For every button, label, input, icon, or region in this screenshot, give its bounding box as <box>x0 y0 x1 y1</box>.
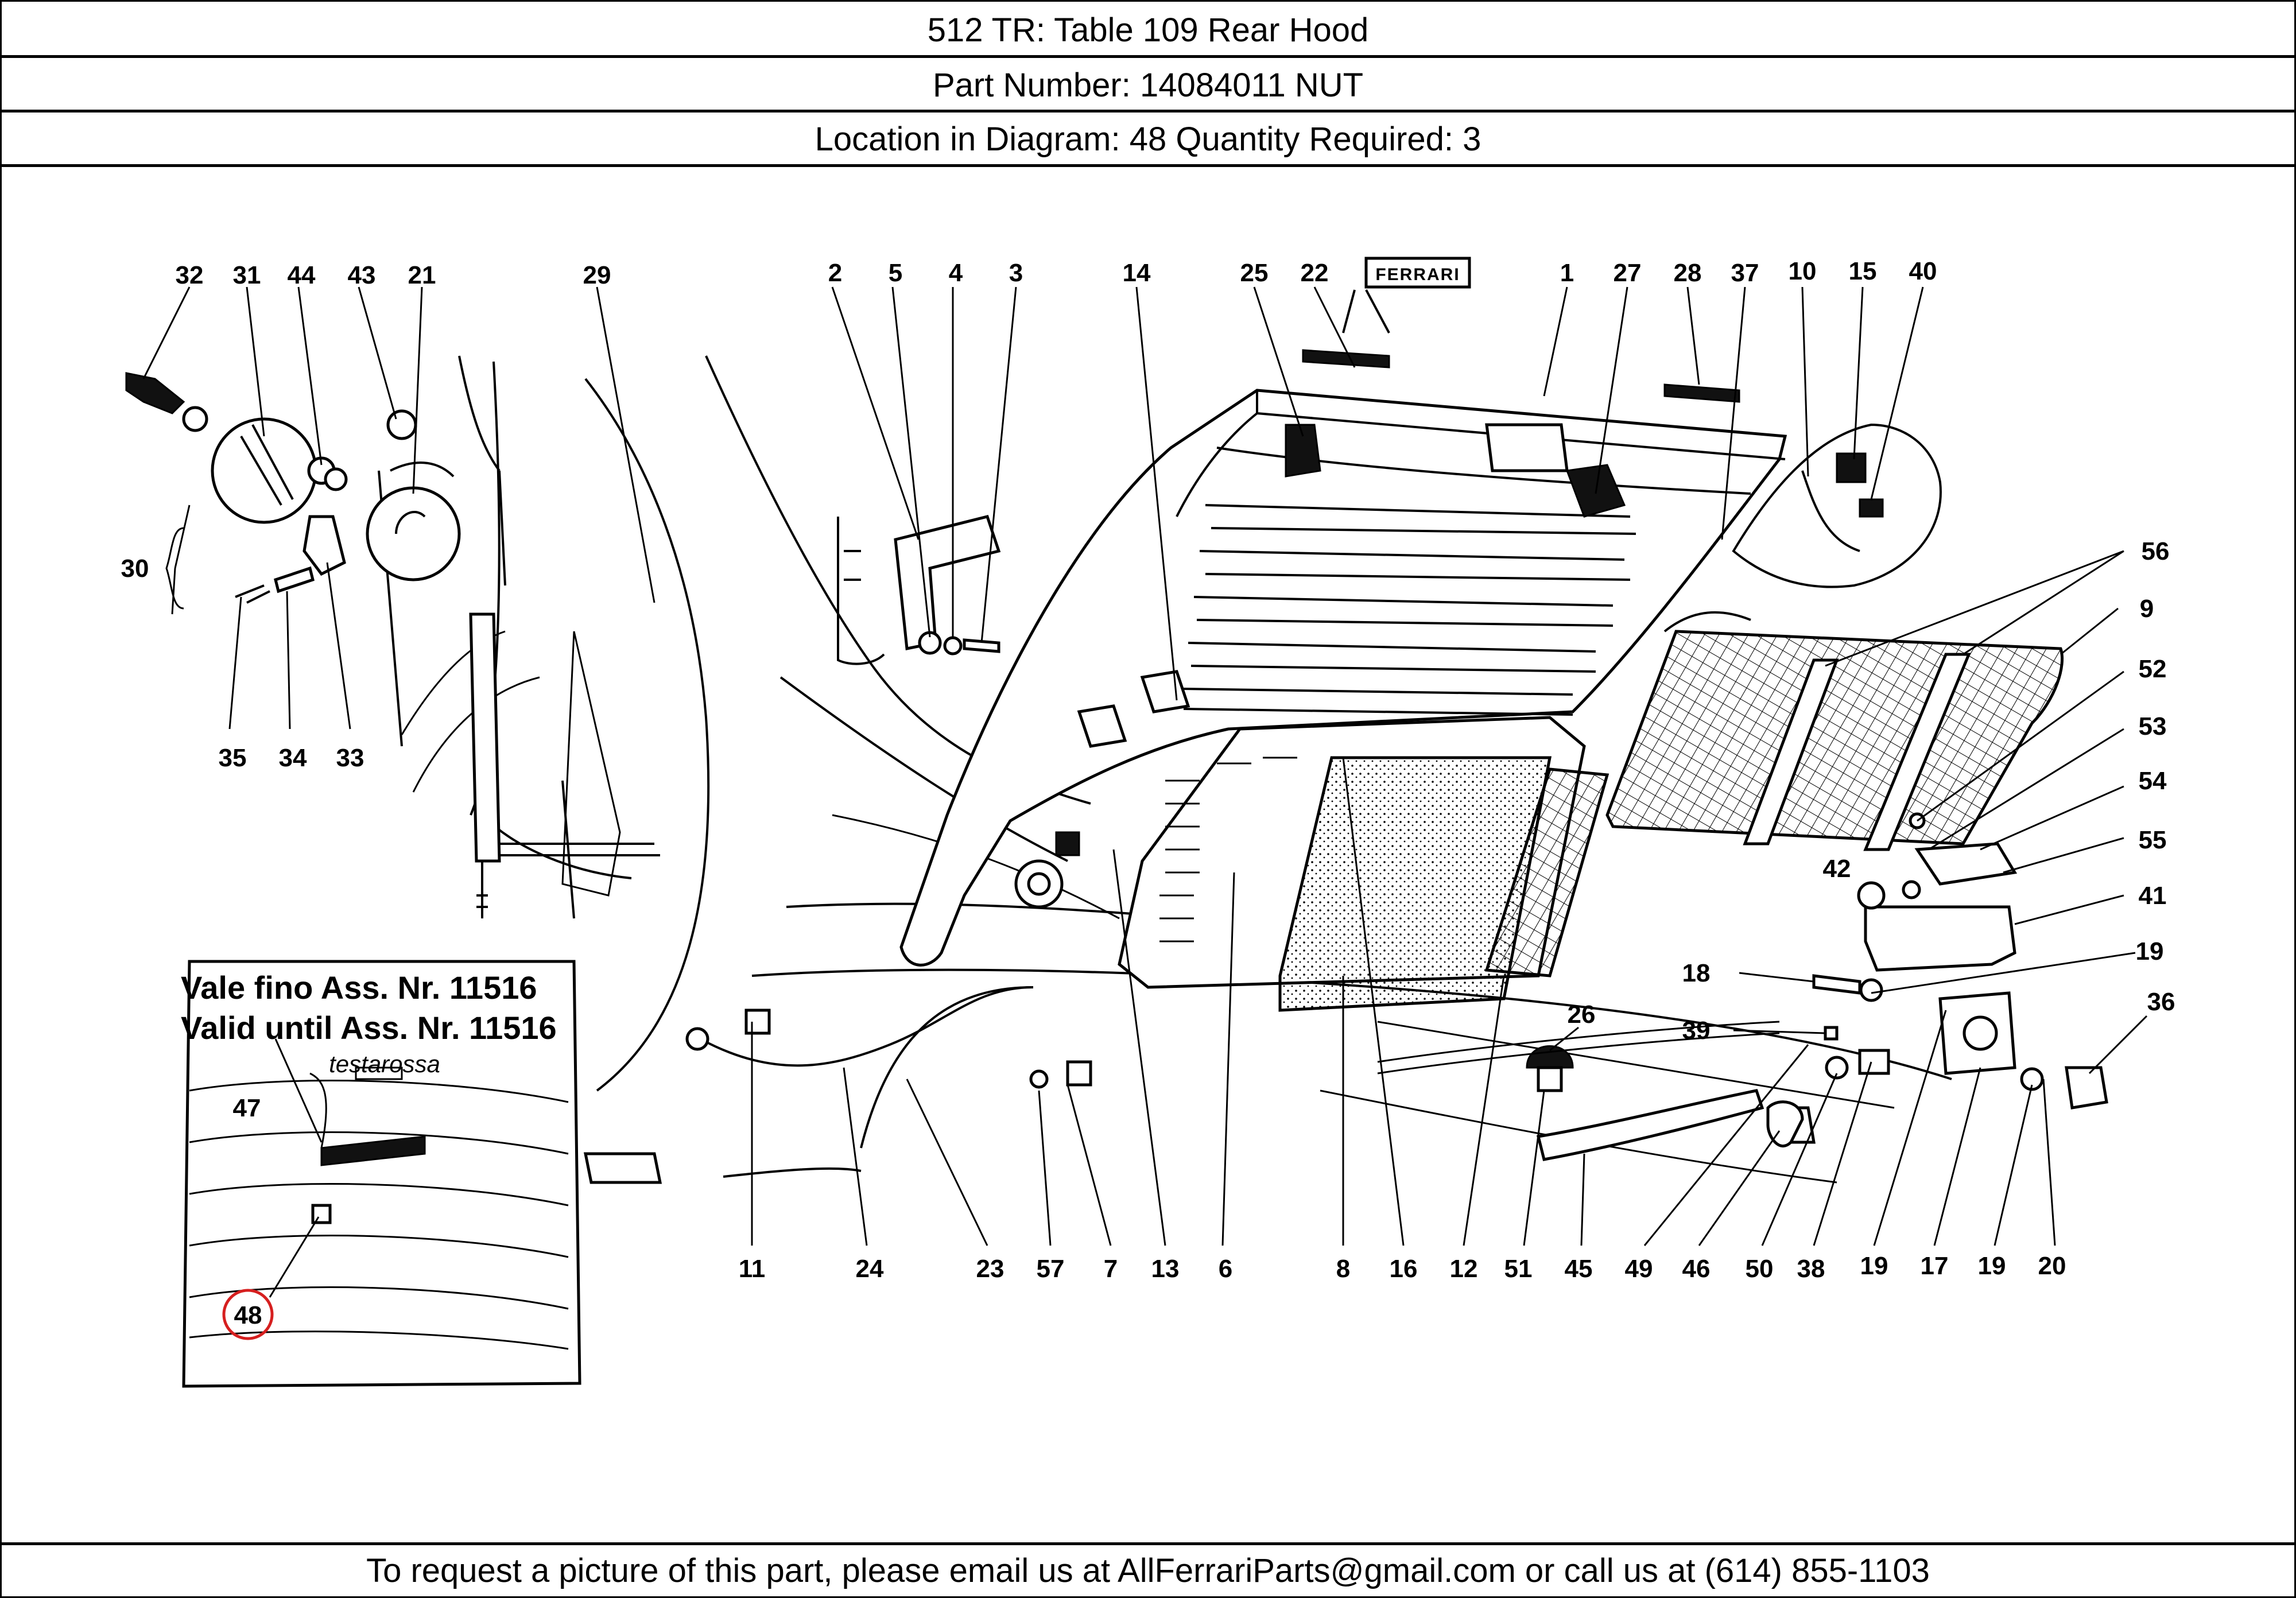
callout-20: 20 <box>2038 1252 2066 1280</box>
callout-57: 57 <box>1037 1255 1065 1283</box>
emblem-28 <box>1663 383 1740 403</box>
callout-10: 10 <box>1789 257 1817 285</box>
emblem-22 <box>1302 349 1390 369</box>
callout-49: 49 <box>1625 1255 1653 1283</box>
callout-27: 27 <box>1614 259 1642 287</box>
ferrari-badge-outline <box>1364 257 1471 289</box>
callout-43: 43 <box>348 261 376 289</box>
callout-34: 34 <box>279 744 307 772</box>
mesh-panel <box>1605 611 2064 851</box>
callout-2: 2 <box>828 259 842 287</box>
callout-40: 40 <box>1909 257 1937 285</box>
callout-5: 5 <box>889 259 902 287</box>
callout-28: 28 <box>1674 259 1702 287</box>
location-info: Location in Diagram: 48 Quantity Require… <box>815 121 1481 158</box>
divider <box>0 1542 2296 1545</box>
callout-numbers: 32 31 44 43 21 29 2 5 4 3 14 25 22 1 27 … <box>121 257 2175 1329</box>
callout-54: 54 <box>2139 767 2167 795</box>
callout-32: 32 <box>176 261 204 289</box>
callout-16: 16 <box>1390 1255 1418 1283</box>
inset-line-2: Valid until Ass. Nr. 11516 <box>181 1010 557 1046</box>
divider <box>0 55 2296 58</box>
callout-36: 36 <box>2147 988 2175 1016</box>
callout-39: 39 <box>1682 1017 1711 1045</box>
callout-25: 25 <box>1240 259 1269 287</box>
inset-box <box>182 960 581 1388</box>
callout-21: 21 <box>408 261 436 289</box>
insulation-pad <box>1278 756 1552 1012</box>
divider <box>0 110 2296 113</box>
rear-hood-panel <box>899 389 1787 1012</box>
callout-45: 45 <box>1565 1255 1593 1283</box>
callout-12: 12 <box>1450 1255 1478 1283</box>
callout-52: 52 <box>2139 655 2167 683</box>
callout-41: 41 <box>2139 882 2167 910</box>
callout-56: 56 <box>2142 537 2170 565</box>
callout-22: 22 <box>1301 259 1329 287</box>
small-parts <box>125 257 2108 1184</box>
part-number: Part Number: 14084011 NUT <box>932 67 1364 104</box>
leader-lines <box>142 286 2148 1246</box>
contact-footer: To request a picture of this part, pleas… <box>366 1552 1930 1589</box>
callout-47: 47 <box>233 1094 261 1122</box>
vent-slots <box>1159 757 1297 942</box>
callout-30: 30 <box>121 554 149 583</box>
callout-33: 33 <box>336 744 364 772</box>
callout-46: 46 <box>1682 1255 1711 1283</box>
callout-55: 55 <box>2139 826 2167 854</box>
callout-38: 38 <box>1797 1255 1825 1283</box>
callout-4: 4 <box>949 259 963 287</box>
callout-7: 7 <box>1104 1255 1118 1283</box>
callout-8: 8 <box>1336 1255 1350 1283</box>
page-title: 512 TR: Table 109 Rear Hood <box>927 11 1369 49</box>
bracket-30 <box>165 527 184 610</box>
callout-37: 37 <box>1731 259 1759 287</box>
callout-19-a: 19 <box>2136 937 2164 965</box>
callout-19-c: 19 <box>1978 1252 2006 1280</box>
callout-44: 44 <box>288 261 316 289</box>
callout-48: 48 <box>234 1301 262 1329</box>
callout-26: 26 <box>1568 1000 1596 1029</box>
ferrari-badge-text: FERRARI <box>1375 265 1460 284</box>
callout-23: 23 <box>976 1255 1004 1283</box>
callout-35: 35 <box>219 744 247 772</box>
hood-louvres <box>1182 504 1636 716</box>
callout-13: 13 <box>1151 1255 1180 1283</box>
inset-emblem-text: testarossa <box>329 1050 440 1077</box>
callout-11: 11 <box>739 1255 766 1283</box>
inset-line-1: Vale fino Ass. Nr. 11516 <box>181 969 537 1006</box>
highlight-circle <box>222 1289 274 1340</box>
callout-42: 42 <box>1823 855 1851 883</box>
callout-14: 14 <box>1123 259 1151 287</box>
callout-31: 31 <box>233 261 261 289</box>
callout-51: 51 <box>1504 1255 1533 1283</box>
callout-17: 17 <box>1921 1252 1949 1280</box>
callout-53: 53 <box>2139 712 2167 740</box>
callout-24: 24 <box>856 1255 884 1283</box>
callout-9: 9 <box>2140 595 2154 623</box>
mesh-grille <box>1484 767 1609 978</box>
callout-29: 29 <box>583 261 611 289</box>
callout-6: 6 <box>1219 1255 1232 1283</box>
callout-18: 18 <box>1682 959 1711 987</box>
divider <box>0 164 2296 167</box>
callout-19-b: 19 <box>1860 1252 1888 1280</box>
callout-3: 3 <box>1009 259 1023 287</box>
callout-15: 15 <box>1849 257 1877 285</box>
callout-50: 50 <box>1746 1255 1774 1283</box>
callout-1: 1 <box>1560 259 1574 287</box>
